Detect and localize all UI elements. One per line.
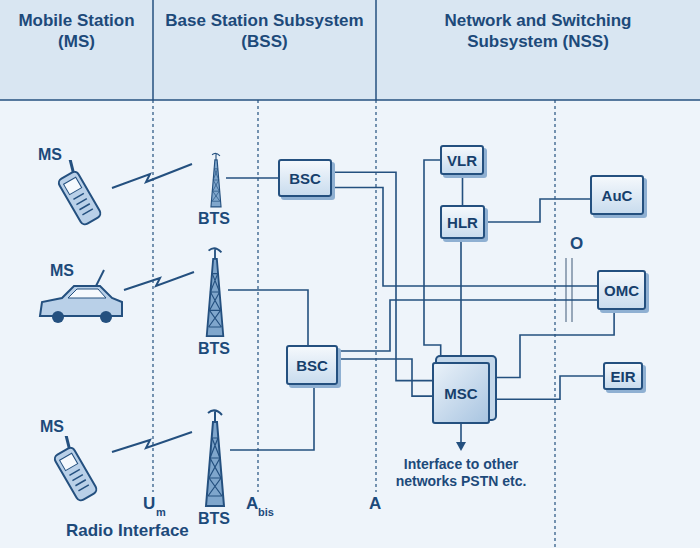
mobile-phone	[51, 160, 102, 226]
bts-tower	[206, 410, 224, 506]
connector-line	[485, 199, 590, 222]
controller-box: BSC	[286, 345, 338, 385]
subsystem-band: Network and Switching Subsystem (NSS)	[376, 0, 700, 100]
o-interface-mark	[566, 258, 572, 322]
box-label: VLR	[447, 152, 477, 169]
band-title: Base Station Subsystem (BSS)	[157, 10, 372, 52]
box-label: OMC	[604, 282, 639, 299]
interface-divider	[153, 100, 555, 548]
box-label: BSC	[289, 170, 321, 187]
bts-tower	[207, 248, 224, 336]
box-label: EIR	[610, 368, 635, 385]
interface-name: A	[246, 494, 258, 514]
switching-centre-cube: MSC	[432, 362, 490, 424]
bts-label: BTS	[198, 510, 230, 528]
bts-label: BTS	[198, 210, 230, 228]
band-title: Mobile Station (MS)	[7, 10, 147, 52]
interface-subscript: m	[156, 506, 166, 518]
connector-line	[461, 175, 463, 205]
auth-centre-box: AuC	[590, 175, 644, 215]
bts-tower	[211, 153, 221, 207]
connector-line	[424, 160, 441, 362]
header-band-ground	[0, 0, 700, 100]
operations-box: OMC	[597, 270, 646, 310]
connector-line	[332, 172, 432, 380]
interface-subscript: bis	[258, 506, 274, 518]
box-label: HLR	[447, 214, 478, 231]
abis-wire	[226, 178, 314, 450]
box-label: BSC	[296, 357, 328, 374]
subsystem-band: Mobile Station (MS)	[0, 0, 153, 100]
register-box: VLR	[440, 145, 484, 175]
interface-name: U	[143, 494, 155, 514]
mobile-phone	[47, 436, 98, 502]
network-note: Interface to other networks PSTN etc.	[391, 456, 531, 490]
subsystem-band: Base Station Subsystem (BSS)	[153, 0, 376, 100]
station-label: MS	[40, 418, 64, 436]
station-label: MS	[50, 262, 74, 280]
connector-line	[490, 310, 614, 378]
interface-name: A	[369, 494, 381, 514]
network-arrow	[456, 424, 466, 451]
connector-line	[490, 376, 603, 399]
interface-name: O	[570, 234, 583, 254]
bts-label: BTS	[198, 340, 230, 358]
connector-line	[338, 359, 432, 396]
connector-line	[461, 239, 463, 362]
box-label: MSC	[444, 385, 477, 402]
connector-line	[338, 300, 597, 351]
register-box: HLR	[440, 205, 485, 239]
interface-caption: Radio Interface	[66, 521, 189, 541]
box-label: AuC	[602, 187, 633, 204]
station-label: MS	[38, 146, 62, 164]
controller-box: BSC	[278, 159, 332, 197]
band-title: Network and Switching Subsystem (NSS)	[426, 10, 651, 52]
connector-line	[332, 188, 597, 287]
register-box: EIR	[603, 362, 643, 390]
radio-link	[112, 164, 194, 452]
